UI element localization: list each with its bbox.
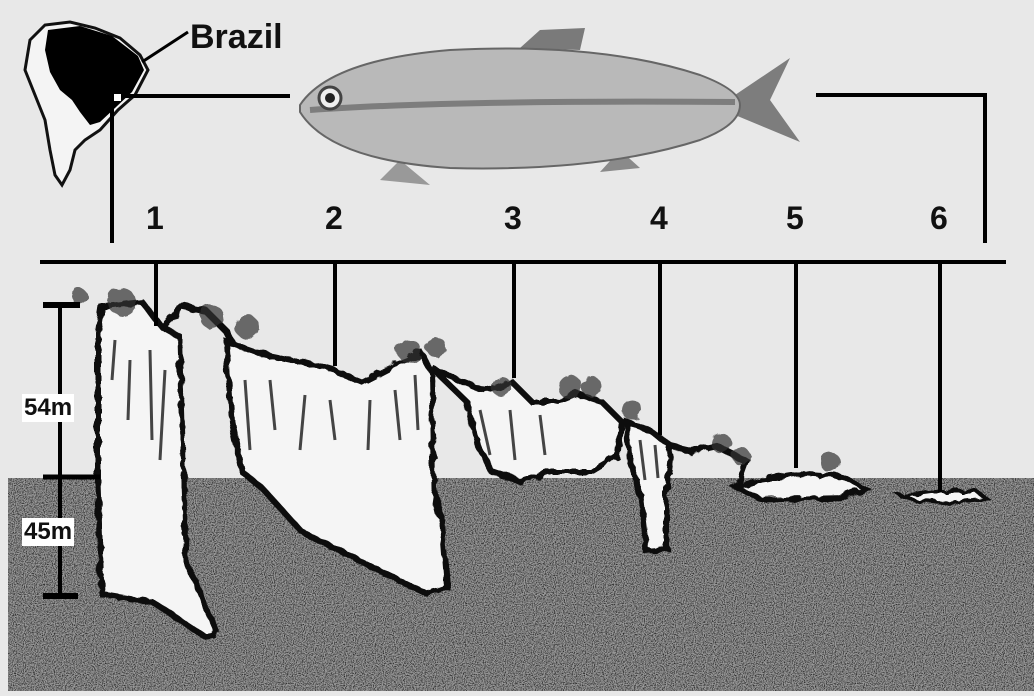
site-label-3: 3 — [504, 200, 522, 237]
country-label: Brazil — [190, 18, 283, 57]
site-label-5: 5 — [786, 200, 804, 237]
site-label-4: 4 — [650, 200, 668, 237]
study-site-marker — [114, 94, 121, 101]
cave-6 — [900, 490, 985, 501]
depth-label-upper: 54m — [22, 394, 74, 422]
site-label-2: 2 — [325, 200, 343, 237]
site-label-6: 6 — [930, 200, 948, 237]
depth-label-lower: 45m — [22, 518, 74, 546]
site-label-1: 1 — [146, 200, 164, 237]
